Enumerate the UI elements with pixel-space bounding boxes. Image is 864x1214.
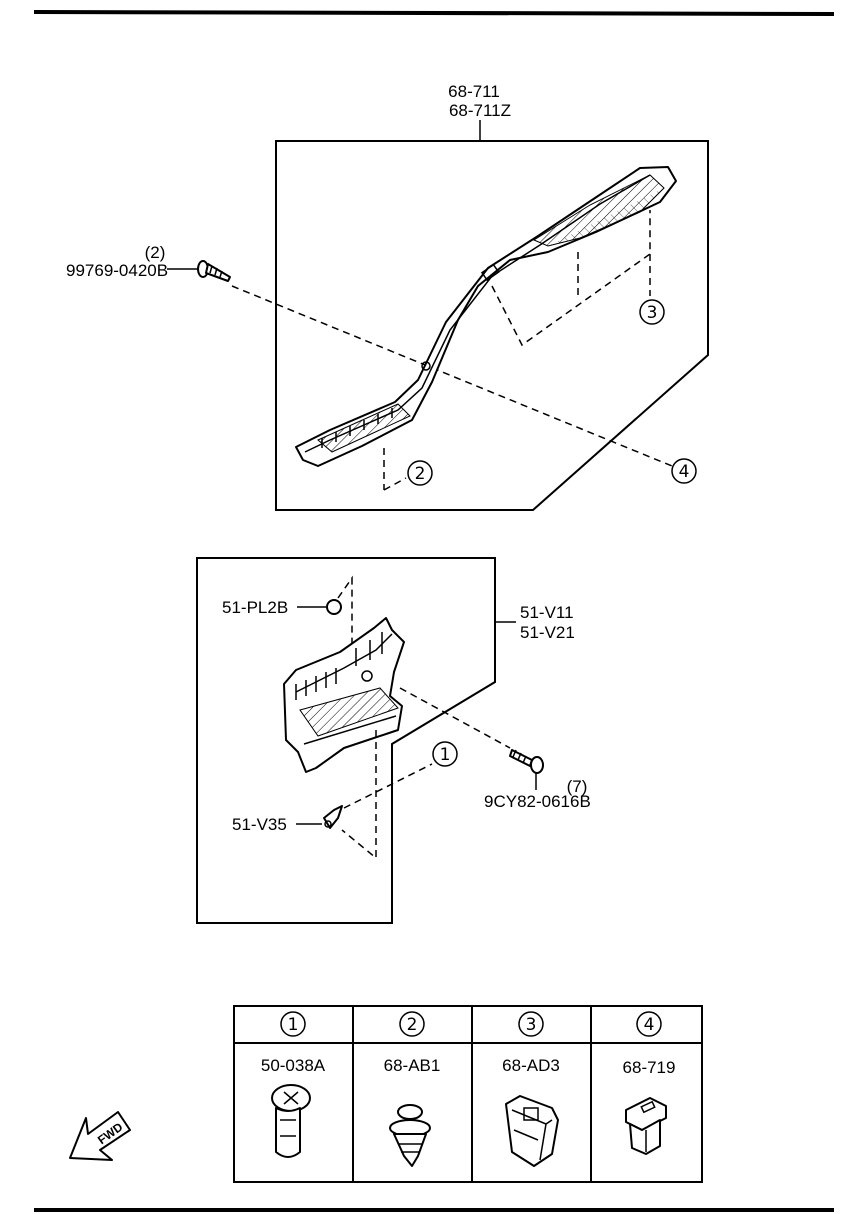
callout-2-upper: 2 (407, 460, 433, 486)
callout-1-lower: 1 (432, 741, 458, 767)
lower-part-number-1: 51-V11 (520, 603, 574, 622)
push-rivet-icon (271, 1084, 311, 1158)
scuff-plate-long (295, 166, 677, 467)
lower-group: 51-V11 51-V21 51-PL2B (7) 9CY82-0616B (196, 557, 591, 924)
side-trim-panel (283, 617, 405, 773)
table-col-1-num: 1 (280, 1011, 306, 1037)
svg-text:2: 2 (415, 464, 426, 484)
table-col-3-part-number: 68-AD3 (502, 1056, 560, 1075)
callout-4-upper: 4 (671, 458, 697, 484)
lower-screw-part-number: 9CY82-0616B (484, 792, 591, 811)
svg-text:3: 3 (526, 1015, 537, 1035)
upper-group-frame (275, 140, 709, 511)
clip-part-number: 51-V35 (232, 815, 287, 834)
cap-icon (326, 599, 342, 615)
svg-text:2: 2 (407, 1015, 418, 1035)
clip-icon (323, 805, 343, 829)
svg-text:1: 1 (440, 745, 451, 765)
upper-part-number-1: 68-711 (448, 82, 500, 101)
upper-part-number-2: 68-711Z (449, 101, 511, 120)
upper-group: 68-711 68-711Z (2) 99769-0420B (66, 82, 709, 511)
svg-text:4: 4 (644, 1015, 655, 1035)
table-col-4-part-number: 68-719 (623, 1058, 676, 1077)
table-col-4-num: 4 (636, 1011, 662, 1037)
square-clip-icon (505, 1095, 559, 1167)
table-col-2-num: 2 (399, 1011, 425, 1037)
svg-text:3: 3 (647, 303, 658, 323)
lower-group-frame (196, 557, 496, 924)
grommet-icon (625, 1097, 667, 1155)
svg-text:4: 4 (679, 462, 690, 482)
screw-icon (197, 260, 231, 282)
table-col-2-part-number: 68-AB1 (384, 1056, 441, 1075)
forward-arrow-icon: FWD (69, 1111, 131, 1161)
upper-screw-qty: (2) (145, 243, 166, 262)
callout-3-upper: 3 (639, 299, 665, 325)
fastener-table: 1 2 3 4 50-038A 68-AB1 68-AD3 68-719 (233, 1005, 703, 1183)
lower-part-number-2: 51-V21 (520, 623, 575, 642)
upper-screw-part-number: 99769-0420B (66, 261, 168, 280)
table-col-3-num: 3 (518, 1011, 544, 1037)
lower-screw-qty: (7) (567, 777, 588, 796)
cap-part-number: 51-PL2B (222, 598, 288, 617)
top-rule (33, 10, 835, 16)
screw-icon (509, 749, 544, 774)
table-col-1-part-number: 50-038A (261, 1056, 326, 1075)
trim-clip-icon (389, 1104, 431, 1167)
svg-text:1: 1 (288, 1015, 299, 1035)
